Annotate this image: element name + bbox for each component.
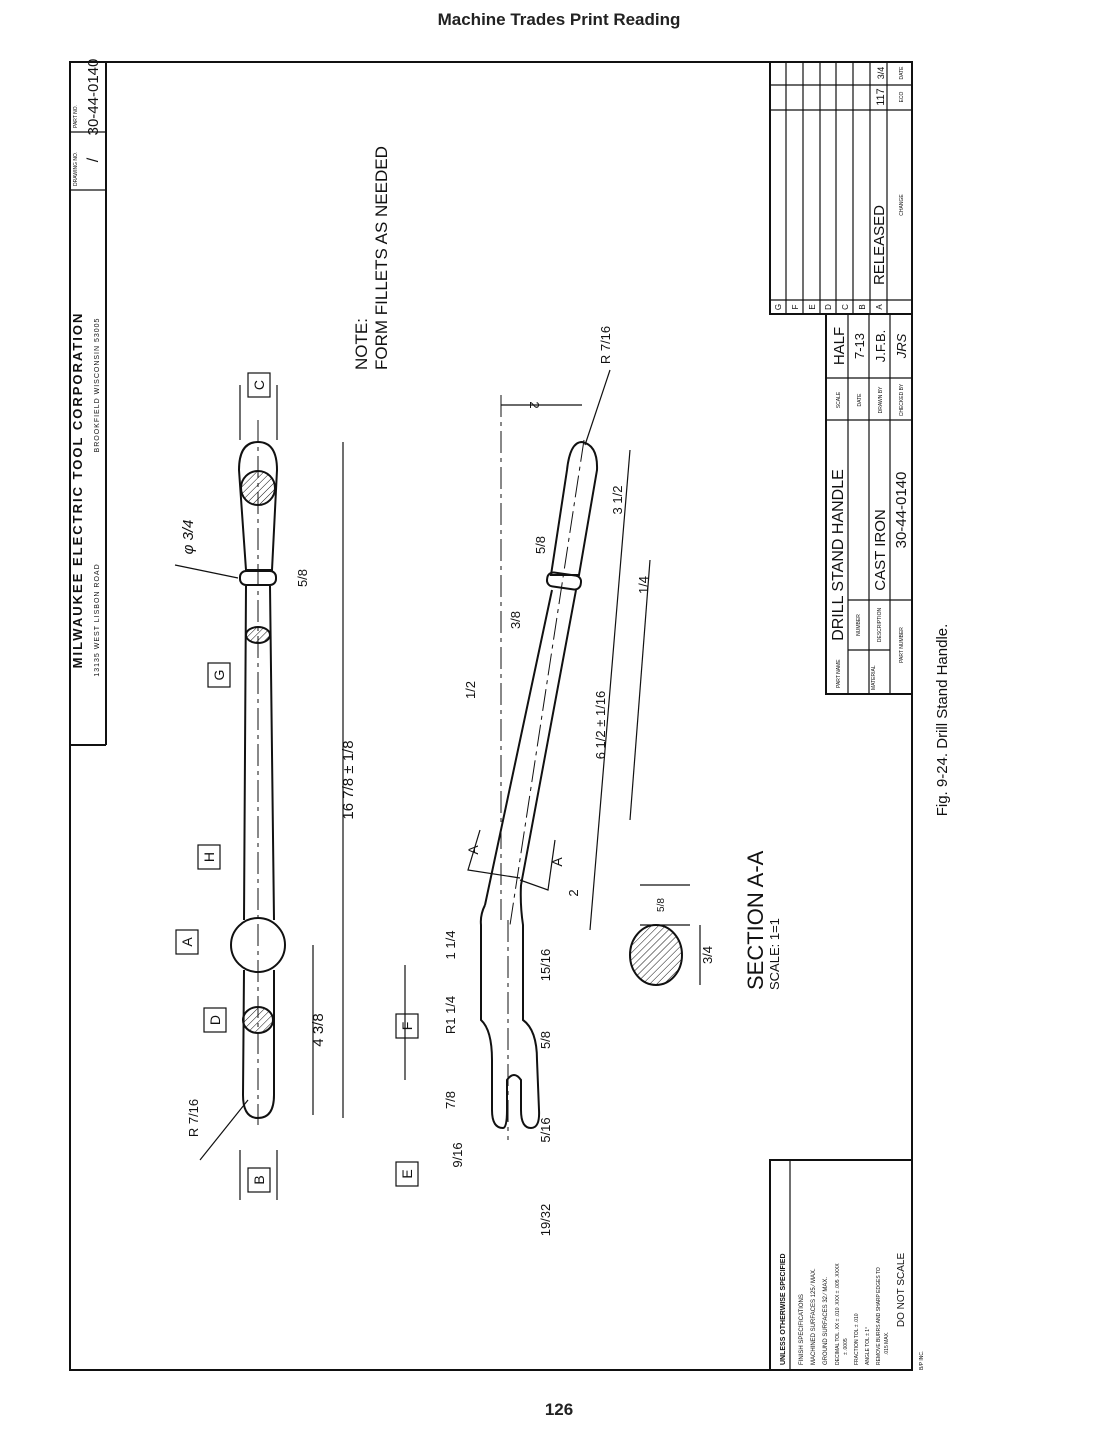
rev-row-a: A xyxy=(875,304,884,310)
note-line: FINISH SPECIFICATIONS xyxy=(799,1294,805,1365)
checked-by-label: CHECKED BY xyxy=(899,383,905,416)
callout-f: F xyxy=(399,1022,415,1031)
rev-a-eco: 117 xyxy=(875,88,887,106)
dim-neck: 5/8 xyxy=(295,569,310,587)
drawing-no: / xyxy=(85,157,102,162)
note-line: MACHINED SURFACES 125 ⁄ MAX. xyxy=(811,1268,817,1365)
material-label: MATERIAL xyxy=(871,665,877,690)
note-line: GROUND SURFACES 32 ⁄ MAX. xyxy=(823,1277,829,1365)
part-number: 30-44-0140 xyxy=(893,472,910,549)
rev-eco-label: ECO xyxy=(899,91,905,102)
dim-ball-to-end: 4 3/8 xyxy=(310,1013,327,1046)
checked-by: JRS xyxy=(894,333,909,359)
section-dim-height: 5/8 xyxy=(656,898,667,912)
section-mark-1: A xyxy=(465,845,481,855)
callout-g: G xyxy=(211,670,227,681)
drawing-frame xyxy=(69,61,913,1371)
callout-c: C xyxy=(251,380,267,390)
dim-knob: 5/8 xyxy=(533,536,548,554)
note-text: FORM FILLETS AS NEEDED xyxy=(372,146,391,370)
side-view-handle xyxy=(404,369,651,1140)
dim-section-len: 2 xyxy=(566,889,581,896)
rev-date-label: DATE xyxy=(899,66,905,80)
rev-change-label: CHANGE xyxy=(899,194,905,216)
dim-offset-top: 2 xyxy=(527,401,542,408)
callouts: C G H A D B F E xyxy=(175,372,419,1193)
section-title: SECTION A-A xyxy=(743,850,768,990)
drawing-no-label: DRAWING NO. xyxy=(73,152,79,186)
part-name-label: PART NAME xyxy=(836,659,842,688)
dim-knob-width: 1/4 xyxy=(636,576,651,594)
rev-row-g: G xyxy=(774,304,783,310)
page-header: Machine Trades Print Reading xyxy=(437,10,681,29)
note-line: .015 MAX. xyxy=(884,1332,890,1355)
do-not-scale: DO NOT SCALE xyxy=(896,1253,907,1328)
note-line: REMOVE BURRS AND SHARP EDGES TO xyxy=(876,1267,882,1365)
callout-e: E xyxy=(399,1169,415,1178)
company-block: MILWAUKEE ELECTRIC TOOL CORPORATION 1313… xyxy=(70,59,107,746)
dim-slot: 7/8 xyxy=(443,1091,458,1109)
note-line: FRACTION TOL ± .010 xyxy=(854,1313,860,1365)
dim-long-side: 3 1/2 xyxy=(610,486,625,515)
dim-overall: 16 7/8 ± 1/8 xyxy=(340,740,357,819)
drawn-by: J.F.B. xyxy=(873,330,888,363)
drawn-by-label: DRAWN BY xyxy=(878,386,884,413)
dim-tine-total: 19/32 xyxy=(538,1204,553,1237)
dim-fork-neck: 5/8 xyxy=(538,1031,553,1049)
note-label: NOTE: xyxy=(352,318,371,370)
rev-row-e: E xyxy=(808,304,817,309)
rev-row-b: B xyxy=(858,304,867,309)
section-a-a xyxy=(629,884,701,986)
date-label: DATE xyxy=(857,393,863,407)
dim-fork-radius: R1 1/4 xyxy=(443,996,458,1034)
printer-mark: B/P INC. xyxy=(919,1351,925,1370)
top-view-handle xyxy=(174,385,344,1200)
rev-row-f: F xyxy=(791,304,800,309)
number-label: NUMBER xyxy=(856,614,862,636)
callout-d: D xyxy=(207,1015,223,1025)
title-block: PART NAME DRILL STAND HANDLE NUMBER MATE… xyxy=(825,313,913,695)
dim-shaft: 3/8 xyxy=(508,611,523,629)
company-street: 13135 WEST LISBON ROAD xyxy=(94,563,101,676)
dim-tine: 9/16 xyxy=(450,1142,465,1167)
dim-length-mid: 6 1/2 ± 1/16 xyxy=(593,691,608,760)
notes-block: UNLESS OTHERWISE SPECIFIED FINISH SPECIF… xyxy=(769,1159,925,1371)
section-mark-2: A xyxy=(549,857,565,867)
dim-tine-gap: 5/16 xyxy=(538,1117,553,1142)
notes-title: UNLESS OTHERWISE SPECIFIED xyxy=(780,1254,787,1366)
company-name: MILWAUKEE ELECTRIC TOOL CORPORATION xyxy=(70,312,85,669)
rev-a-change: RELEASED xyxy=(871,205,888,285)
scale-label: SCALE xyxy=(836,391,842,408)
revision-table: G F E D C B A RELEASED 117 3/4 CHANGE EC… xyxy=(769,61,913,315)
part-number-label: PART NUMBER xyxy=(899,627,905,663)
dim-hub: 1 1/4 xyxy=(443,931,458,960)
section-dim-width: 3/4 xyxy=(700,946,715,964)
rev-a-date: 3/4 xyxy=(876,67,886,80)
note-line: ± .0005 xyxy=(843,1338,849,1355)
part-no-label: PART NO. xyxy=(73,105,79,128)
dim-end-radius: R 7/16 xyxy=(186,1099,201,1137)
callout-a: A xyxy=(179,937,195,947)
date-value: 7-13 xyxy=(852,333,867,359)
rev-row-c: C xyxy=(841,304,850,310)
material-description: CAST IRON xyxy=(872,509,889,590)
description-label: DESCRIPTION xyxy=(877,608,883,643)
part-no: 30-44-0140 xyxy=(85,59,102,136)
figure-caption: Fig. 9-24. Drill Stand Handle. xyxy=(934,624,951,817)
page-number: 126 xyxy=(544,1400,574,1419)
note-line: ANGLE TOL ± 1° xyxy=(865,1327,871,1365)
dim-tip-radius: R 7/16 xyxy=(598,326,613,364)
company-city: BROOKFIELD WISCONSIN 53005 xyxy=(94,318,101,453)
note-line: DECIMAL TOL .XX ± .010 .XXX ± .005 .XXXX xyxy=(835,1263,841,1365)
section-scale: SCALE: 1=1 xyxy=(767,918,782,990)
part-name: DRILL STAND HANDLE xyxy=(830,469,847,641)
dim-hub-width: 15/16 xyxy=(538,949,553,982)
dim-offset-half: 1/2 xyxy=(463,681,478,699)
callout-b: B xyxy=(251,1175,267,1184)
dim-diameter: φ 3/4 xyxy=(180,520,197,555)
rev-row-d: D xyxy=(824,304,833,310)
scale-value: HALF xyxy=(831,327,848,365)
callout-h: H xyxy=(201,852,217,862)
